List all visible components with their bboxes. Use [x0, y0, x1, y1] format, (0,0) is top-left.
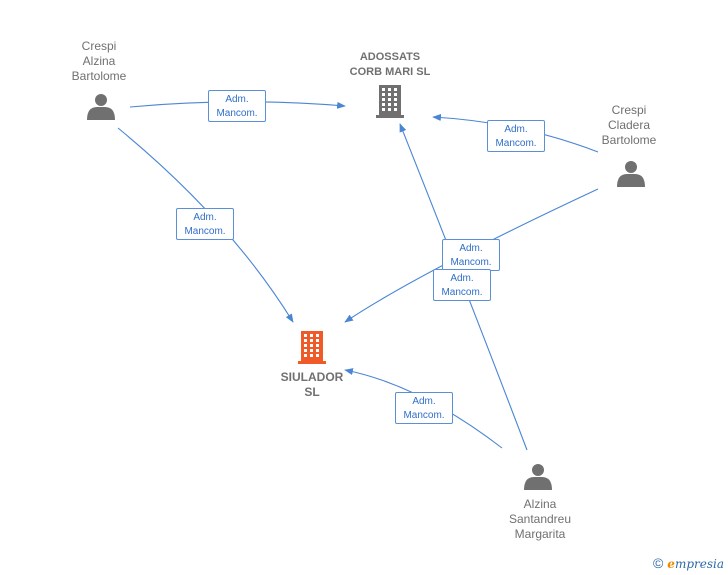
copyright-symbol: © — [652, 555, 664, 571]
brand-name: mpresia — [674, 557, 724, 571]
node-icons — [87, 85, 645, 490]
edge-label-crespi-alzina-siulador: Adm. Mancom. — [176, 208, 234, 240]
edge-label-alzina-santandreu-adossats: Adm. Mancom. — [433, 269, 491, 301]
footer-brand: ©empresia — [653, 555, 724, 571]
person-icon[interactable] — [617, 161, 645, 187]
edge-label-alzina-santandreu-siulador: Adm. Mancom. — [395, 392, 453, 424]
node-label-crespi-cladera[interactable]: Crespi Cladera Bartolome — [601, 103, 657, 147]
brand-logo-e: e — [667, 557, 675, 571]
node-label-crespi-alzina[interactable]: Crespi Alzina Bartolome — [71, 39, 127, 83]
node-label-siulador[interactable]: SIULADOR SL — [280, 370, 344, 399]
building-icon[interactable] — [298, 331, 326, 364]
edge-label-crespi-cladera-adossats: Adm. Mancom. — [487, 120, 545, 152]
node-label-alzina-santandreu[interactable]: Alzina Santandreu Margarita — [508, 497, 572, 541]
person-icon[interactable] — [524, 464, 552, 490]
node-label-adossats[interactable]: ADOSSATS CORB MARI SL — [349, 51, 431, 78]
person-icon[interactable] — [87, 94, 115, 120]
building-icon[interactable] — [376, 85, 404, 118]
edge-label-crespi-alzina-adossats: Adm. Mancom. — [208, 90, 266, 122]
edge-label-crespi-cladera-siulador: Adm. Mancom. — [442, 239, 500, 271]
